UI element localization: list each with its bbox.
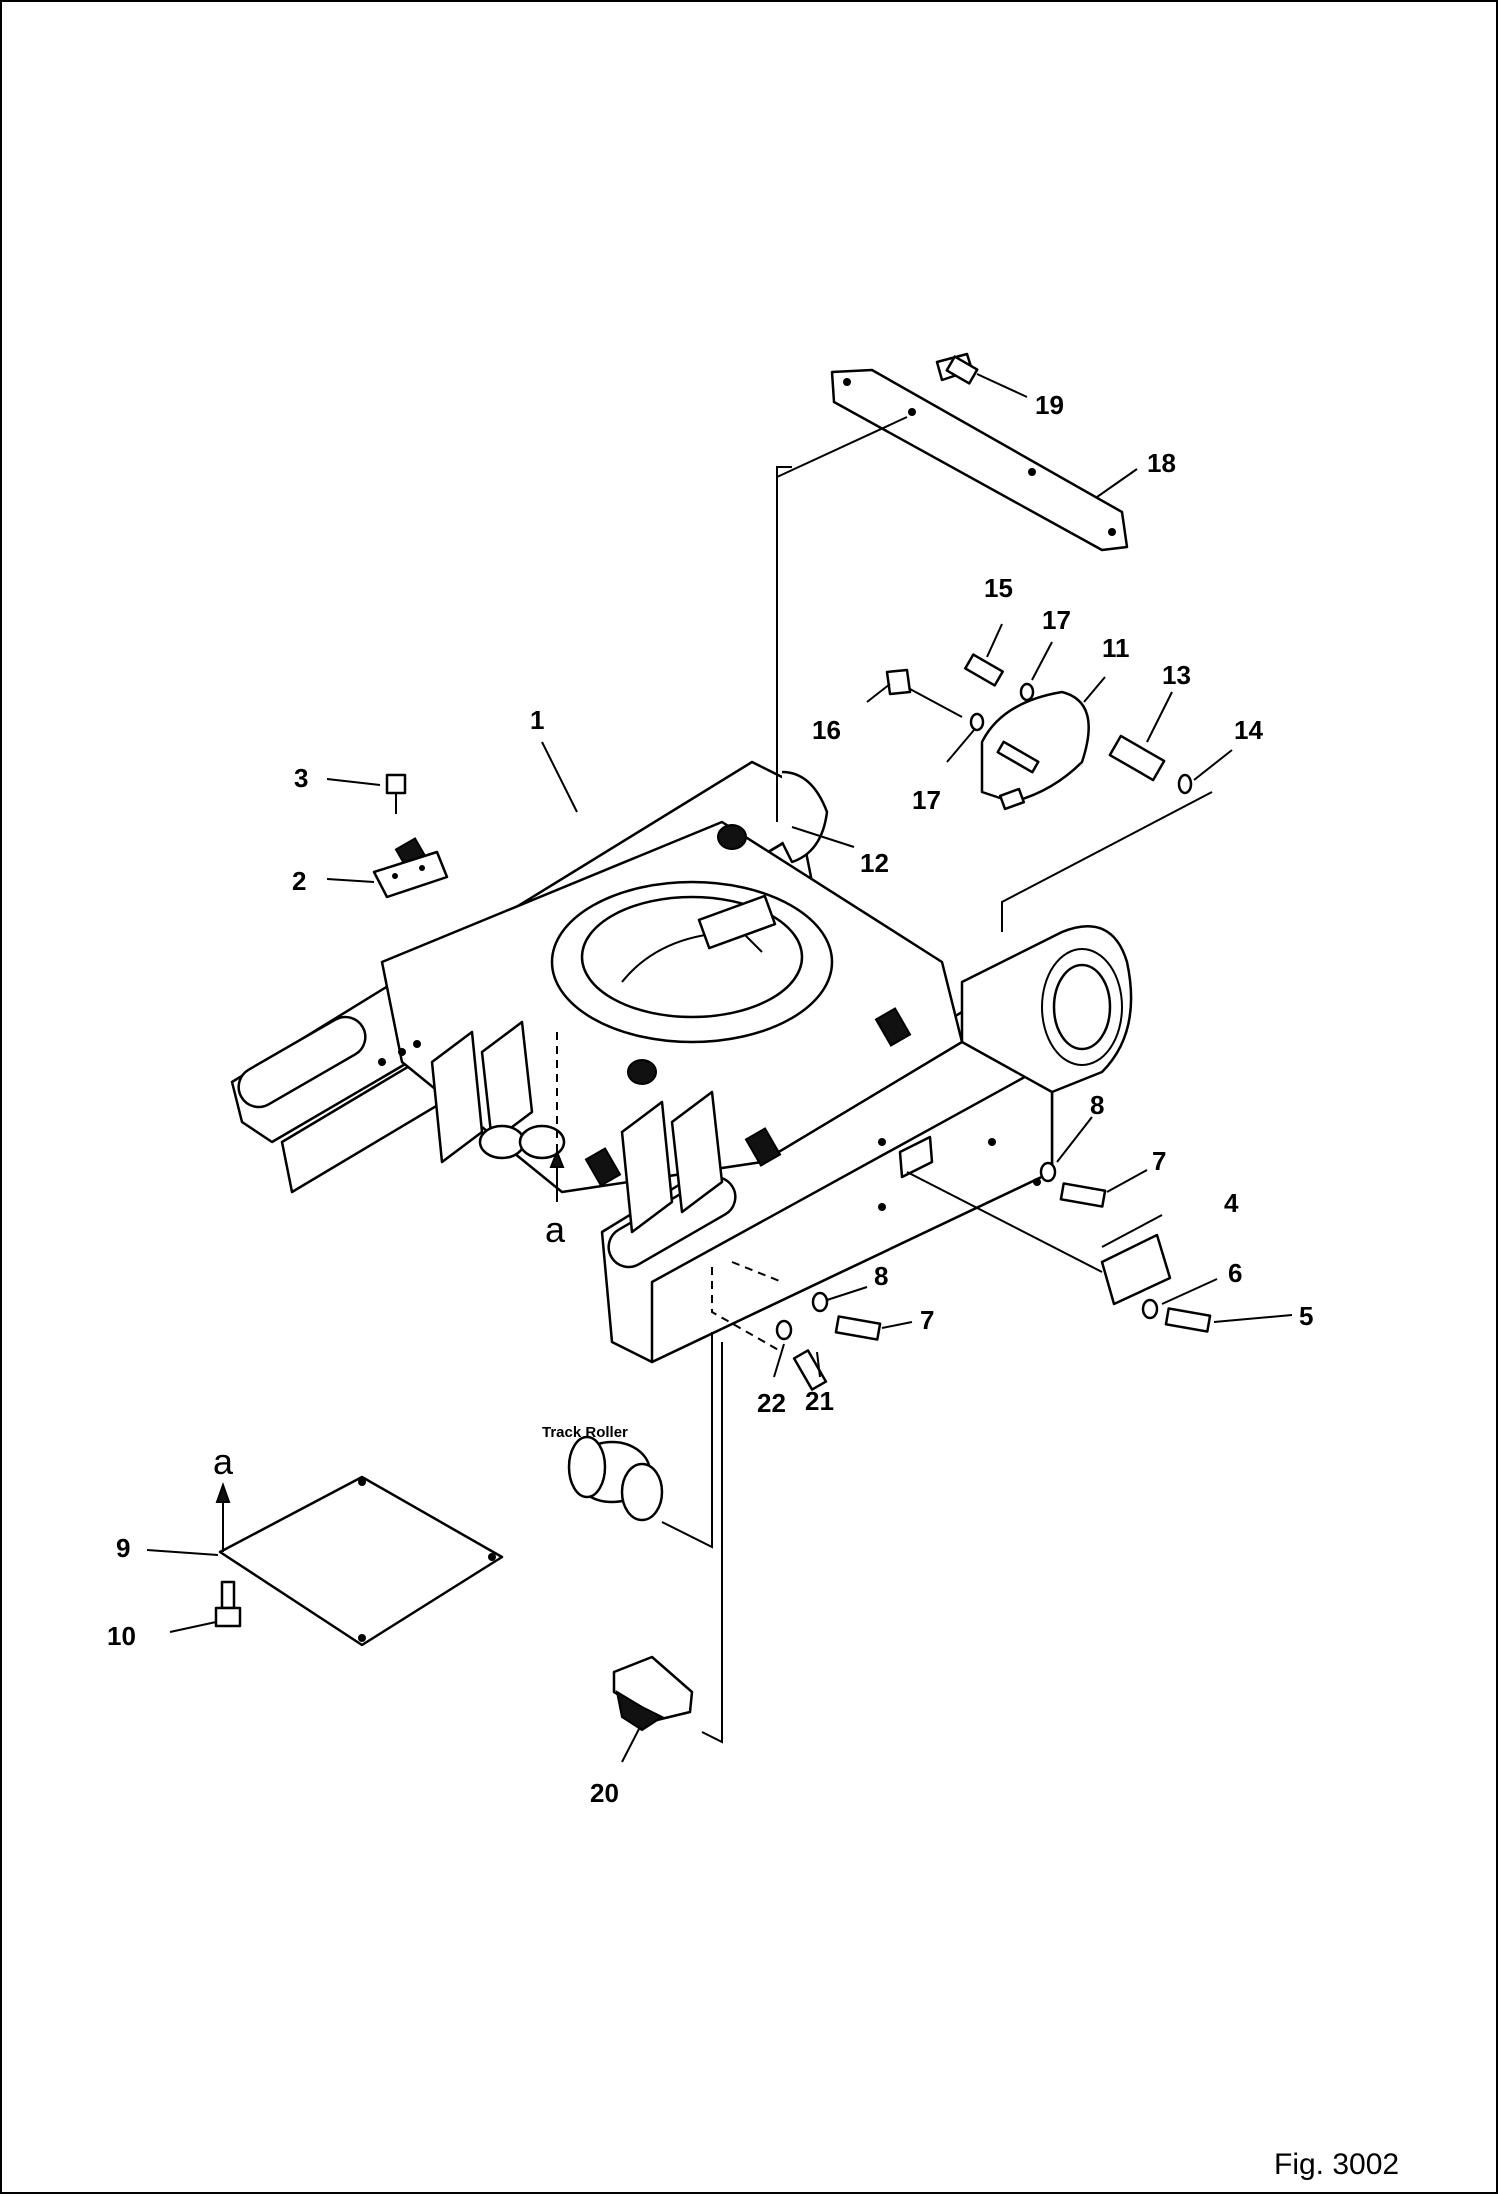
callout-9: 9 (116, 1533, 130, 1563)
callout-20: 20 (590, 1778, 619, 1808)
callout-1: 1 (530, 705, 544, 735)
callout-8a: 8 (1090, 1090, 1104, 1120)
callout-17b: 17 (912, 785, 941, 815)
callout-8b: 8 (874, 1261, 888, 1291)
callout-leaders (146, 373, 1293, 1763)
callout-11: 11 (1102, 633, 1130, 663)
cover-plate-18 (830, 352, 1129, 552)
plate-and-bolt-2-3 (372, 773, 449, 899)
track-roller-label: Track Roller (542, 1424, 628, 1441)
callout-12: 12 (860, 848, 889, 878)
under-cover-group (214, 1475, 504, 1647)
callout-2: 2 (292, 866, 306, 896)
track-roller (567, 1435, 664, 1522)
callout-10: 10 (107, 1621, 136, 1651)
assembly-lines (215, 416, 1213, 1744)
callout-16: 16 (812, 715, 841, 745)
callout-17a: 17 (1042, 605, 1071, 635)
callout-22: 22 (757, 1388, 786, 1418)
callout-14: 14 (1234, 715, 1263, 745)
callout-15: 15 (984, 573, 1013, 603)
view-marker-a-frame: a (545, 1209, 566, 1250)
callout-7a: 7 (1152, 1146, 1166, 1176)
idler-cover-group (885, 653, 1193, 811)
callout-19: 19 (1035, 390, 1064, 420)
callout-13: 13 (1162, 660, 1191, 690)
callout-7b: 7 (920, 1305, 934, 1335)
callout-21: 21 (805, 1386, 834, 1416)
callout-6: 6 (1228, 1258, 1242, 1288)
callout-3: 3 (294, 763, 308, 793)
figure-label: Fig. 3002 (1274, 2148, 1399, 2181)
view-marker-a-cover: a (213, 1441, 234, 1482)
callout-18: 18 (1147, 448, 1176, 478)
callout-4: 4 (1224, 1188, 1239, 1218)
callout-5: 5 (1299, 1301, 1313, 1331)
side-cover-group (775, 1161, 1212, 1391)
track-frame (230, 760, 1133, 1364)
track-guide (612, 1655, 694, 1732)
callout-numbers: 1 2 3 4 5 6 7 7 8 8 9 10 11 12 13 14 15 … (107, 390, 1313, 1808)
